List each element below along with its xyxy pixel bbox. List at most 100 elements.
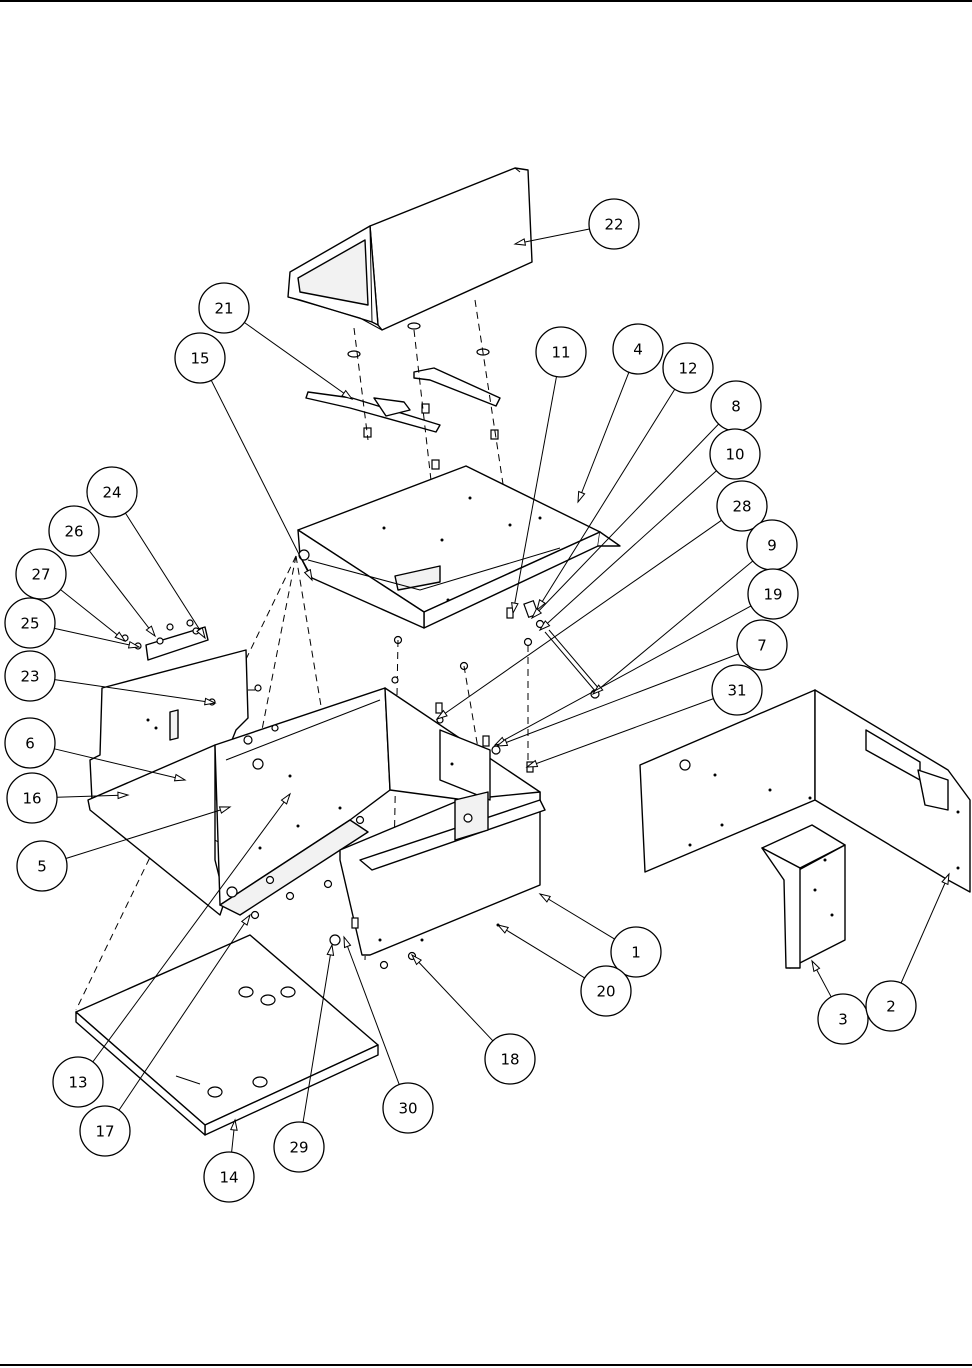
leader-line	[118, 914, 251, 1111]
seat-cushion	[287, 167, 533, 358]
callout-circle	[736, 619, 788, 671]
leader-arrowhead	[410, 953, 423, 966]
leader-arrowhead	[811, 959, 821, 973]
leader-arrowhead	[435, 709, 448, 720]
callout-label: 26	[64, 523, 83, 541]
leader-arrowhead	[511, 601, 519, 615]
leader-arrowhead	[341, 389, 354, 400]
leader-line	[496, 653, 739, 747]
callout-label: 14	[219, 1169, 238, 1187]
callout-label: 31	[727, 682, 746, 700]
callout-circle	[535, 326, 587, 378]
leader-line	[536, 388, 676, 611]
callout-circle	[4, 597, 56, 649]
callout-circle	[484, 1033, 536, 1085]
bottom-rule	[0, 1364, 972, 1366]
leader-line	[497, 924, 585, 979]
callout-label: 24	[102, 484, 121, 502]
leader-line	[577, 372, 630, 503]
leader-arrowhead	[173, 773, 187, 782]
leader-arrowhead	[495, 738, 509, 747]
leader-line	[88, 550, 156, 637]
callout-label: 4	[633, 341, 643, 359]
callout-circle	[580, 965, 632, 1017]
callout-circle	[86, 466, 138, 518]
callout-circle	[612, 323, 664, 375]
callout-circle	[4, 717, 56, 769]
callout-circle	[588, 198, 640, 250]
leader-arrowhead	[536, 599, 546, 612]
leader-arrowhead	[117, 791, 130, 800]
leader-arrowhead	[240, 913, 251, 926]
callout-circle	[610, 926, 662, 978]
callout-label: 3	[838, 1011, 848, 1029]
latch-hardware	[506, 599, 601, 699]
leader-arrowhead	[114, 631, 127, 643]
callout-label: 7	[757, 637, 767, 655]
callout-circle	[79, 1105, 131, 1157]
callout-circle	[174, 332, 226, 384]
leader-line	[56, 794, 129, 798]
leader-line	[54, 748, 186, 781]
callout-label: 2	[886, 998, 896, 1016]
leader-line	[436, 519, 722, 720]
leader-arrowhead	[530, 607, 543, 620]
callout-circle	[198, 282, 250, 334]
leader-arrowhead	[496, 924, 509, 934]
callout-label: 10	[725, 446, 744, 464]
base-floor-plate	[75, 934, 379, 1136]
leader-arrowhead	[204, 697, 217, 706]
callout-label: 25	[20, 615, 39, 633]
callout-label: 17	[95, 1123, 114, 1141]
leader-arrowhead	[218, 806, 232, 814]
callout-label: 29	[289, 1139, 308, 1157]
leader-line	[54, 679, 216, 704]
leader-line	[343, 936, 400, 1085]
top-deck-plate	[297, 465, 621, 671]
callout-circle	[48, 505, 100, 557]
callout-circle	[6, 772, 58, 824]
leader-arrowhead	[577, 490, 586, 504]
callout-label: 8	[731, 398, 741, 416]
right-side-panel	[639, 689, 971, 893]
leader-line	[54, 627, 140, 648]
leader-line	[411, 954, 494, 1042]
leader-line	[539, 893, 615, 940]
leader-line	[92, 793, 291, 1063]
callout-circle	[662, 342, 714, 394]
callout-label: 23	[20, 668, 39, 686]
callout-circle	[711, 664, 763, 716]
callout-circle	[203, 1151, 255, 1203]
callout-label: 15	[190, 350, 209, 368]
leader-line	[60, 589, 126, 642]
leader-arrowhead	[326, 943, 335, 956]
callout-circle	[15, 548, 67, 600]
callout-circle	[747, 568, 799, 620]
callout-circle	[716, 480, 768, 532]
callout-label: 28	[732, 498, 751, 516]
callout-label: 30	[398, 1100, 417, 1118]
callout-label: 27	[31, 566, 50, 584]
leader-arrowhead	[538, 893, 551, 903]
callout-label: 21	[214, 300, 233, 318]
callout-circle	[4, 650, 56, 702]
leader-arrowhead	[145, 625, 157, 638]
callout-label: 18	[500, 1051, 519, 1069]
leader-line	[526, 698, 714, 768]
callout-label: 9	[767, 537, 777, 555]
callout-label: 11	[551, 344, 570, 362]
callout-label: 1	[631, 944, 641, 962]
leader-arrowhead	[230, 1118, 238, 1131]
callout-label: 5	[37, 858, 47, 876]
callout-circle	[52, 1056, 104, 1108]
seat-slide-rails	[305, 367, 501, 470]
leader-line	[539, 470, 717, 631]
callout-circle	[273, 1121, 325, 1173]
leader-line	[900, 873, 950, 984]
callout-circle	[709, 428, 761, 480]
callout-circle	[382, 1082, 434, 1134]
callout-circle	[865, 980, 917, 1032]
leader-line	[244, 322, 353, 400]
